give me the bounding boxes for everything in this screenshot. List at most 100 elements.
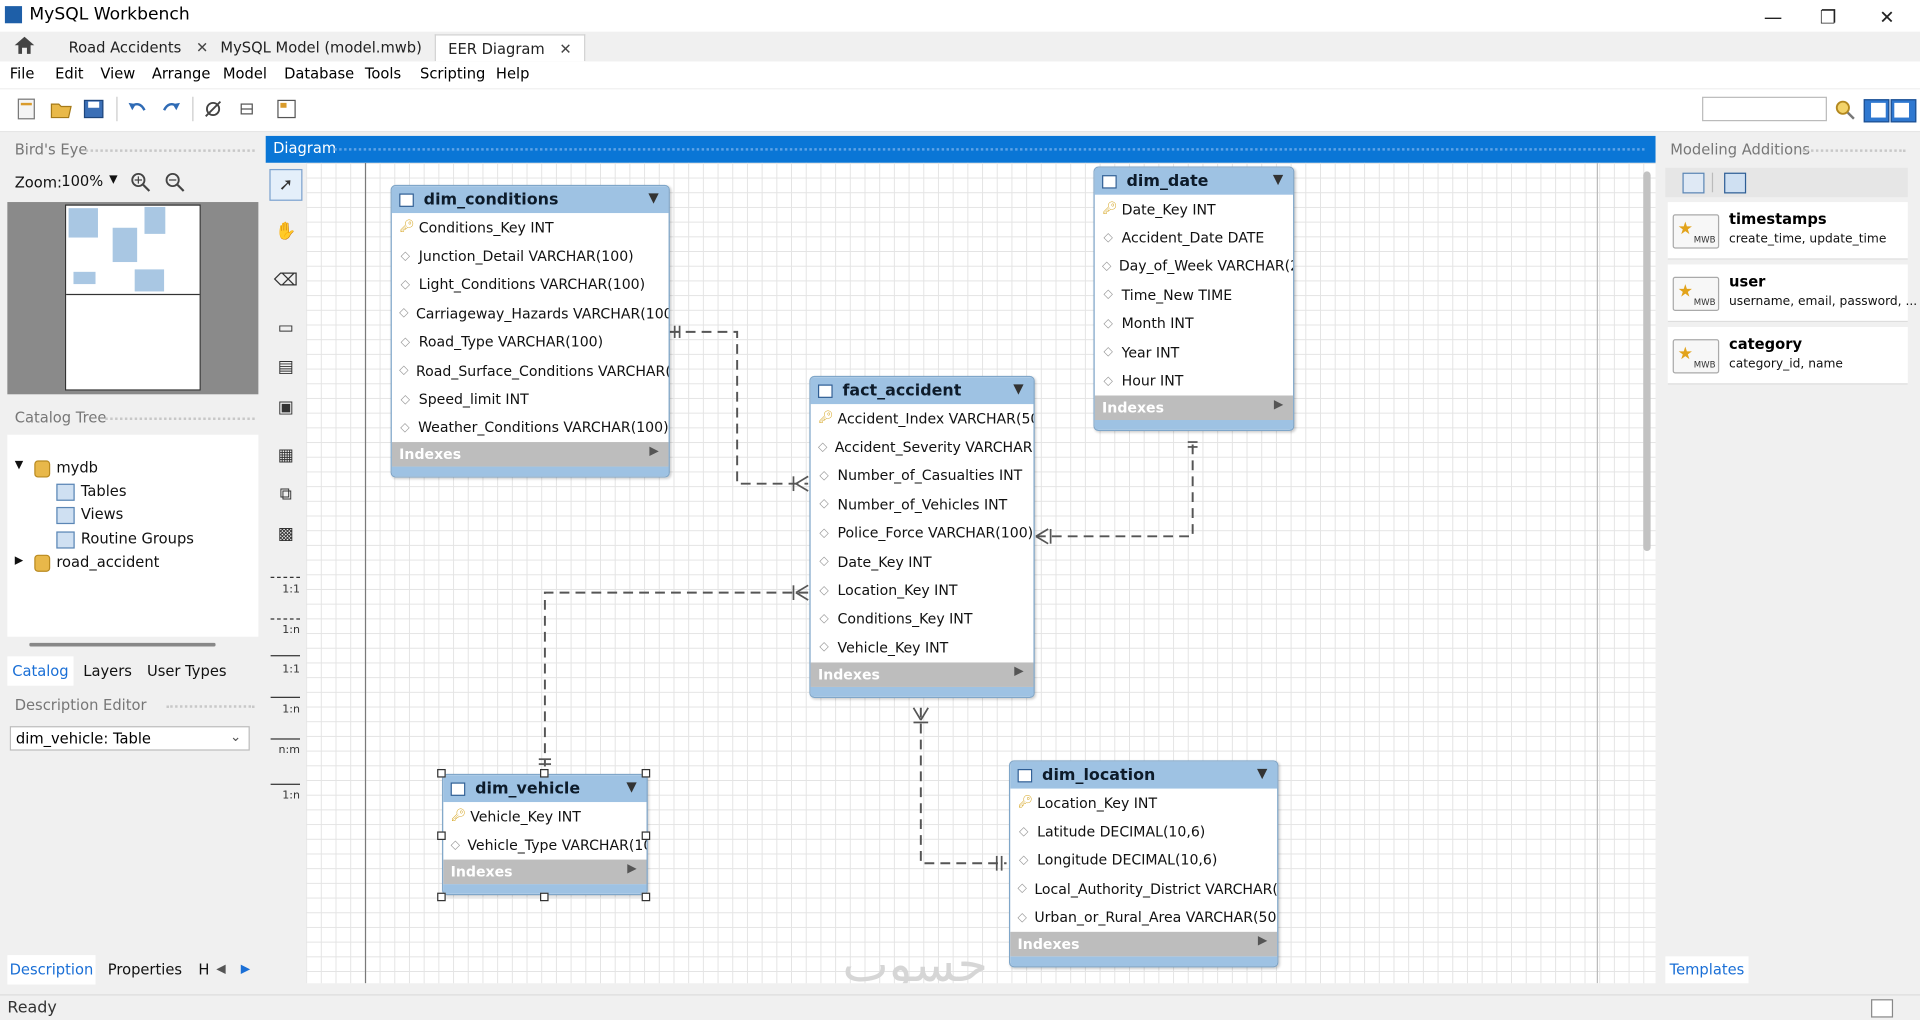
tree-item-mydb[interactable]: mydb (56, 459, 98, 477)
column-row[interactable]: ◇Day_of_Week VARCHAR(2... (1095, 252, 1293, 281)
description-textarea[interactable] (7, 756, 259, 956)
indexes-section[interactable]: Indexes▶ (1094, 395, 1294, 420)
close-tab-icon[interactable]: ✕ (195, 39, 209, 57)
column-row[interactable]: ◇Month INT (1095, 309, 1293, 338)
minimize-button[interactable]: — (1763, 6, 1783, 29)
column-row[interactable]: ◇Speed_limit INT (392, 385, 669, 414)
column-row[interactable]: ◇Road_Type VARCHAR(100) (392, 328, 669, 357)
collapse-arrow-icon[interactable]: ▼ (1256, 765, 1268, 782)
edit-template-icon[interactable] (1724, 172, 1747, 194)
rel-1-1-nonidentifying[interactable]: 1:1 (282, 584, 301, 597)
column-row[interactable]: ◇Date_Key INT (811, 547, 1034, 576)
expand-arrow-icon[interactable]: ▶ (1273, 397, 1284, 412)
table-tool-icon[interactable]: ▦ (277, 445, 295, 466)
pointer-tool-icon[interactable]: ➚ (269, 168, 303, 201)
column-row[interactable]: ◇Accident_Severity VARCHAR(5... (811, 433, 1034, 462)
layer-tool-icon[interactable]: ▭ (277, 318, 295, 338)
toggle-grid-icon[interactable] (201, 97, 225, 121)
indexes-section[interactable]: Indexes▶ (443, 859, 647, 884)
table-dim-conditions[interactable]: dim_conditions▼ 🔑︎Conditions_Key INT ◇Ju… (390, 184, 670, 478)
column-row[interactable]: ◇Year INT (1095, 338, 1293, 367)
column-row[interactable]: ◇Vehicle_Type VARCHAR(10... (443, 831, 647, 860)
eraser-tool-icon[interactable]: ⌫ (273, 270, 299, 291)
tree-item-road-accident[interactable]: road_accident (56, 553, 160, 571)
indexes-section[interactable]: Indexes▶ (1010, 931, 1278, 957)
column-row[interactable]: ◇Urban_or_Rural_Area VARCHAR(50) (1010, 903, 1278, 932)
horizontal-scrollbar[interactable] (29, 642, 216, 647)
tab-templates[interactable]: Templates (1665, 956, 1749, 984)
menu-arrange[interactable]: Arrange (151, 64, 211, 83)
resize-handle[interactable] (437, 831, 446, 841)
vertical-scrollbar[interactable] (1643, 171, 1651, 552)
close-tab-icon[interactable]: ✕ (559, 39, 572, 57)
menu-tools[interactable]: Tools (364, 64, 402, 83)
expand-arrow-icon[interactable]: ▶ (649, 444, 659, 459)
table-dim-vehicle[interactable]: dim_vehicle▼ 🔑︎Vehicle_Key INT ◇Vehicle_… (442, 773, 648, 895)
resize-handle[interactable] (437, 892, 446, 902)
tree-item-routine-groups[interactable]: Routine Groups (80, 530, 194, 548)
tab-description[interactable]: Description (7, 955, 96, 985)
align-grid-icon[interactable] (235, 97, 259, 121)
column-row[interactable]: ◇Latitude DECIMAL(10,6) (1010, 817, 1277, 846)
indexes-section[interactable]: Indexes▶ (391, 442, 669, 467)
zoom-select[interactable]: 100%▼ (61, 173, 120, 194)
note-tool-icon[interactable]: ▤ (277, 357, 295, 378)
add-template-icon[interactable] (1682, 172, 1705, 194)
view-tool-icon[interactable]: ⧉ (279, 484, 293, 505)
zoom-out-icon[interactable] (164, 171, 186, 198)
new-model-icon[interactable] (15, 97, 39, 121)
tab-scroll-left-icon[interactable]: ◀ (216, 962, 226, 976)
table-header[interactable]: dim_date▼ (1094, 167, 1294, 195)
menu-view[interactable]: View (100, 64, 136, 83)
tab-user-types[interactable]: User Types (146, 662, 227, 680)
tab-eer-diagram[interactable]: EER Diagram✕ (434, 34, 586, 62)
table-header[interactable]: dim_conditions▼ (391, 186, 669, 214)
column-row[interactable]: ◇Carriageway_Hazards VARCHAR(100) (392, 299, 668, 328)
undo-icon[interactable] (125, 97, 149, 121)
menu-help[interactable]: Help (495, 64, 530, 83)
resize-handle[interactable] (540, 768, 549, 778)
column-row[interactable]: ◇Road_Surface_Conditions VARCHAR(10... (392, 356, 668, 385)
tab-history[interactable]: H (198, 961, 210, 979)
restore-button[interactable]: ❐ (1819, 6, 1837, 29)
tree-item-tables[interactable]: Tables (80, 482, 127, 500)
zoom-in-icon[interactable] (130, 171, 152, 198)
close-button[interactable]: ✕ (1879, 6, 1895, 29)
collapse-arrow-icon[interactable]: ▼ (1272, 171, 1284, 188)
resize-handle[interactable] (641, 831, 651, 841)
column-row[interactable]: 🔑︎Conditions_Key INT (392, 213, 669, 242)
toggle-sidebar-right-icon[interactable] (1890, 99, 1917, 123)
table-fact-accident[interactable]: fact_accident▼ 🔑︎Accident_Index VARCHAR(… (809, 375, 1035, 698)
menu-model[interactable]: Model (222, 64, 267, 83)
tab-scroll-right-icon[interactable]: ▶ (240, 962, 251, 976)
resize-handle[interactable] (641, 892, 651, 902)
routine-group-tool-icon[interactable]: ▩ (277, 524, 295, 544)
home-tab[interactable] (12, 36, 36, 60)
table-dim-location[interactable]: dim_location▼ 🔑︎Location_Key INT ◇Latitu… (1008, 760, 1279, 968)
column-row[interactable]: ◇Number_of_Vehicles INT (811, 490, 1034, 519)
column-row[interactable]: ◇Number_of_Casualties INT (811, 461, 1034, 490)
template-category[interactable]: ★MWB category category_id, name (1667, 326, 1908, 385)
description-object-select[interactable]: dim_vehicle: Table ⌄ (9, 726, 250, 751)
menu-database[interactable]: Database (284, 64, 355, 83)
menu-edit[interactable]: Edit (55, 64, 84, 83)
rel-1-n-identifying[interactable]: 1:n (282, 704, 301, 717)
column-row[interactable]: ◇Police_Force VARCHAR(100) (811, 519, 1034, 548)
expand-icon[interactable]: ▶ (14, 554, 24, 567)
expand-arrow-icon[interactable]: ▶ (627, 861, 637, 876)
open-model-icon[interactable] (49, 97, 73, 121)
search-icon[interactable] (1833, 98, 1857, 122)
table-header[interactable]: dim_location▼ (1010, 761, 1278, 789)
column-row[interactable]: ◇Light_Conditions VARCHAR(100) (392, 270, 669, 299)
table-header[interactable]: dim_vehicle▼ (443, 775, 647, 803)
output-panel-icon[interactable] (1871, 999, 1894, 1018)
search-input[interactable] (1702, 96, 1827, 122)
column-row[interactable]: ◇Time_New TIME (1095, 281, 1293, 310)
table-dim-date[interactable]: dim_date▼ 🔑︎Date_Key INT ◇Accident_Date … (1093, 166, 1295, 431)
resize-handle[interactable] (641, 768, 651, 778)
tab-layers[interactable]: Layers (83, 662, 132, 680)
rel-1-1-identifying[interactable]: 1:1 (282, 663, 301, 676)
collapse-arrow-icon[interactable]: ▼ (648, 189, 659, 206)
new-diagram-icon[interactable] (274, 97, 298, 121)
tab-mysql-model[interactable]: MySQL Model (model.mwb)✕ (208, 34, 461, 61)
